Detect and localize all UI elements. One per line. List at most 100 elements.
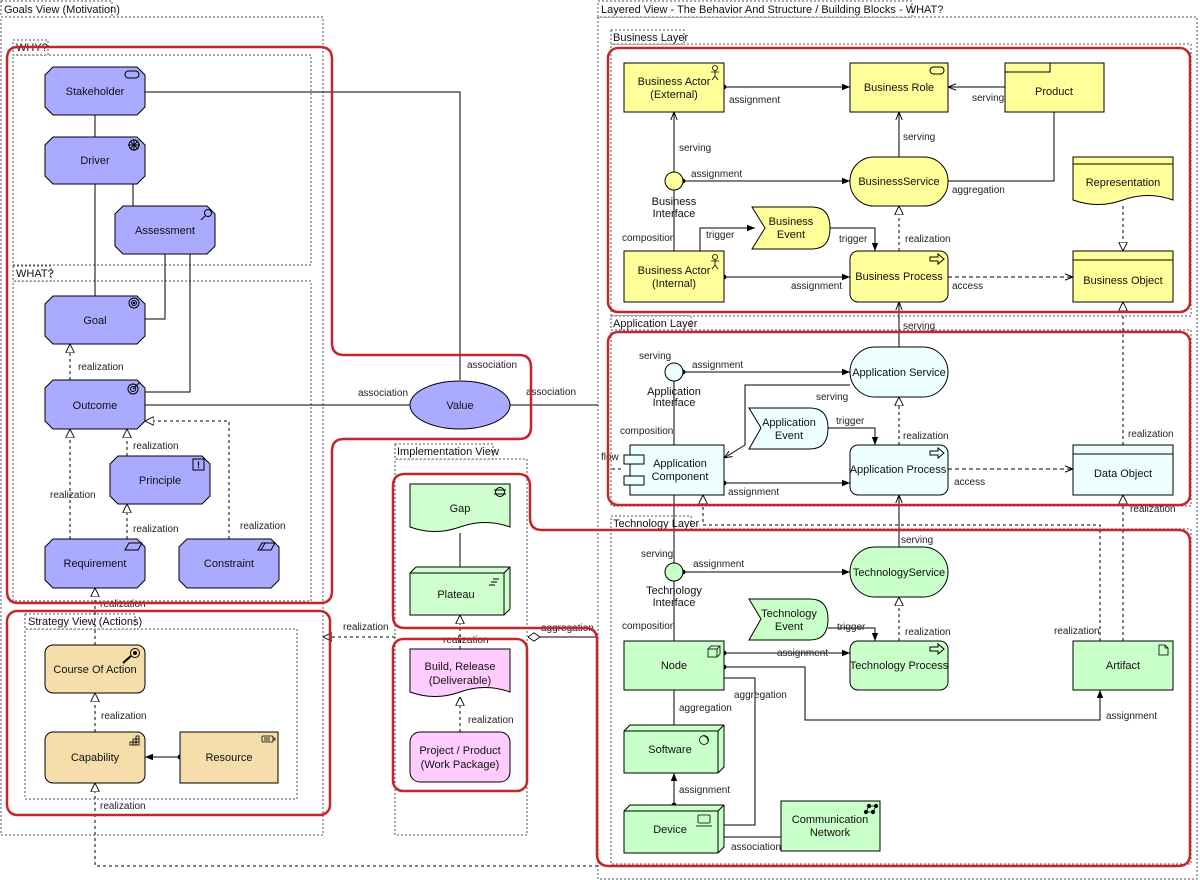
edge-label: assignment [777, 648, 828, 659]
application-event-line2: Event [775, 430, 803, 442]
edge-appservice-appcomponent[interactable] [724, 384, 850, 458]
edge-layered-capability[interactable] [95, 783, 598, 867]
business-service-node[interactable]: BusinessService [849, 156, 949, 207]
business-actor-external-node[interactable]: Business Actor (External) [623, 62, 725, 113]
gap-node[interactable]: Gap [409, 483, 511, 532]
edge-label: realization [50, 490, 96, 501]
value-node[interactable]: Value [409, 380, 511, 430]
device-node[interactable]: Device [623, 804, 725, 854]
stakeholder-node[interactable]: Stakeholder [44, 66, 146, 116]
edge-label: realization [443, 635, 489, 646]
plateau-icon [489, 578, 499, 586]
technology-service-node[interactable]: TechnologyService [849, 546, 949, 598]
business-layer-title: Business Layer [613, 32, 689, 44]
strategy-view-title: Strategy View (Actions) [28, 616, 142, 628]
goal-icon [128, 297, 140, 309]
edge-label: aggregation [679, 703, 732, 714]
technology-process-node[interactable]: Technology Process [849, 640, 949, 691]
edge-label: assignment [691, 169, 742, 180]
application-service-node[interactable]: Application Service [849, 346, 949, 398]
application-process-node[interactable]: Application Process [849, 444, 949, 496]
plateau-node[interactable]: Plateau [409, 566, 511, 616]
edge-bevent-bprocess[interactable] [828, 227, 879, 251]
why-frame [12, 54, 312, 266]
constraint-node[interactable]: Constraint [178, 538, 280, 589]
assessment-label: Assessment [135, 225, 195, 237]
edge-stakeholder-value[interactable] [145, 91, 461, 380]
product-node[interactable]: Product [1004, 62, 1105, 113]
business-process-node[interactable]: Business Process [849, 250, 949, 303]
edge-constraint-outcome[interactable] [145, 421, 230, 539]
application-layer-title: Application Layer [613, 318, 698, 330]
application-service-label: Application Service [852, 367, 946, 379]
what-title: WHAT? [16, 268, 54, 280]
artifact-node[interactable]: Artifact [1072, 640, 1174, 691]
capability-node[interactable]: Capability [44, 731, 146, 784]
deliverable-node[interactable]: Build, Release (Deliverable) [409, 648, 511, 697]
edge-label: serving [641, 549, 673, 560]
business-object-node[interactable]: Business Object [1072, 250, 1174, 303]
node-node[interactable]: Node [623, 640, 725, 691]
edge-label: serving [903, 132, 935, 143]
layered-view-frame [597, 16, 1198, 880]
course-of-action-label: Course Of Action [53, 664, 136, 676]
principle-node[interactable]: ! Principle [109, 455, 211, 505]
edge-label: realization [133, 441, 179, 452]
communication-network-line2: Network [810, 827, 851, 839]
technology-layer-title: Technology Layer [613, 518, 700, 530]
assessment-node[interactable]: Assessment [114, 205, 216, 255]
edge-label: realization [468, 715, 514, 726]
business-event-node[interactable]: Business Event [751, 206, 831, 250]
outcome-label: Outcome [73, 400, 118, 412]
edge-label: assignment [728, 487, 779, 498]
work-package-label-line1: Project / Product [419, 745, 500, 757]
edge-artifact-appcomponent[interactable] [703, 495, 1101, 641]
edge-product-bservice[interactable] [948, 112, 1054, 182]
edge-actorint-bevent[interactable] [699, 224, 755, 251]
highlight-application-layer [606, 330, 1192, 507]
goal-node[interactable]: Goal [44, 295, 146, 345]
software-node[interactable]: Software [623, 724, 725, 774]
technology-event-node[interactable]: Technology Event [748, 598, 829, 641]
goals-view-frame [0, 16, 324, 836]
business-interface-node[interactable]: Business Interface [652, 171, 697, 220]
highlight-motivation-region [5, 45, 533, 605]
edge-label: composition [622, 621, 675, 632]
communication-network-node[interactable]: Communication Network [780, 800, 881, 852]
application-component-node[interactable]: Application Component [623, 444, 725, 496]
business-role-node[interactable]: Business Role [849, 62, 949, 113]
edge-node-device[interactable] [724, 678, 756, 826]
communication-network-line1: Communication [792, 814, 868, 826]
application-interface-node[interactable]: Application Interface [647, 362, 701, 409]
edge-label: realization [905, 234, 951, 245]
edge-assessment-outcome[interactable] [145, 254, 191, 393]
edge-assessment-goal[interactable] [145, 254, 166, 320]
application-event-node[interactable]: Application Event [748, 407, 829, 450]
layered-view-title: Layered View - The Behavior And Structur… [601, 4, 943, 16]
work-package-node[interactable]: Project / Product (Work Package) [409, 731, 511, 783]
technology-interface-node[interactable]: Technology Interface [646, 562, 702, 609]
application-event-line1: Application [762, 417, 816, 429]
business-actor-internal-node[interactable]: Business Actor (Internal) [623, 250, 725, 303]
edge-label: realization [905, 627, 951, 638]
application-nodes: Application Interface Application Servic… [623, 346, 1174, 496]
edge-appevent-approcess[interactable] [828, 427, 879, 445]
constraint-label: Constraint [204, 558, 254, 570]
edge-node-artifact[interactable] [721, 664, 1104, 721]
implementation-nodes: Gap Plateau Build, Release (Deliverable)… [409, 483, 511, 783]
edge-techevent-techprocess[interactable] [828, 627, 879, 641]
course-of-action-node[interactable]: Course Of Action [44, 644, 146, 694]
resource-node[interactable]: Resource [179, 731, 279, 784]
representation-node[interactable]: Representation [1072, 156, 1174, 205]
outcome-node[interactable]: Outcome [44, 379, 146, 430]
driver-node[interactable]: Driver [44, 136, 146, 185]
business-service-label: BusinessService [858, 176, 939, 188]
edge-label: aggregation [952, 185, 1005, 196]
principle-label: Principle [139, 475, 181, 487]
role-icon [124, 70, 140, 79]
edge-label: association [731, 842, 781, 853]
data-object-node[interactable]: Data Object [1072, 444, 1174, 496]
application-process-label: Application Process [850, 464, 947, 476]
requirement-node[interactable]: Requirement [44, 538, 146, 589]
